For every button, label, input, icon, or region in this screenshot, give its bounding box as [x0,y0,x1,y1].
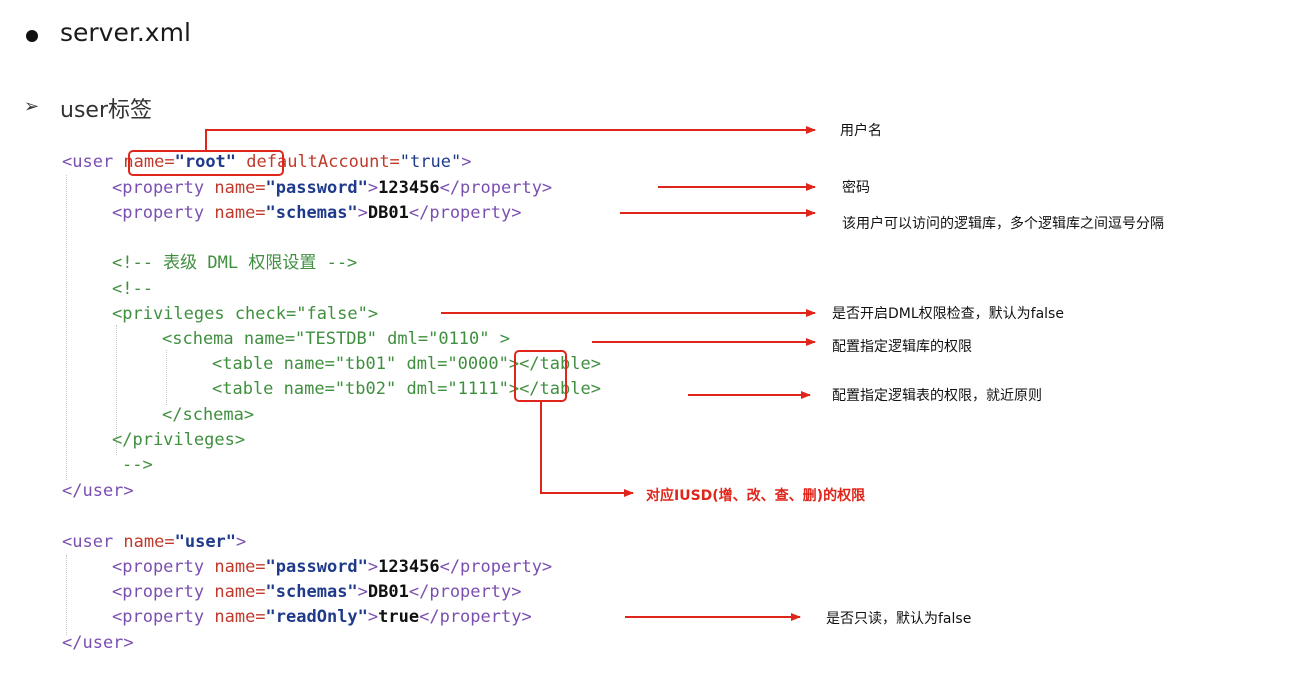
indent-guide [166,350,167,405]
code-line-user-open: <user name="root" defaultAccount="true"> [62,152,472,172]
highlight-box-root [128,150,284,176]
section-subtitle: user标签 [60,98,152,123]
indent-guide [66,175,67,480]
arrow-iusd [540,401,634,497]
annotation-schemas: 该用户可以访问的逻辑库，多个逻辑库之间逗号分隔 [842,216,1164,232]
code-schema-open: <schema name="TESTDB" dml="0110" > [162,329,510,349]
code-line-password2: <property name="password">123456</proper… [112,557,553,577]
code-comment-open: <!-- [112,279,153,299]
annotation-username: 用户名 [840,123,882,139]
code-schema-close: </schema> [162,405,255,425]
code-privileges-open: <privileges check="false"> [112,304,379,324]
code-comment-close: --> [122,455,153,475]
bullet-dot-icon [26,30,38,42]
page-title: server.xml [60,18,191,47]
arrow-username [205,126,816,151]
code-line-schemas: <property name="schemas">DB01</property> [112,203,522,223]
annotation-table: 配置指定逻辑表的权限，就近原则 [832,388,1042,404]
annotation-privileges: 是否开启DML权限检查，默认为false [832,306,1064,322]
code-table-tb01: <table name="tb01" dml="0000"></table> [212,354,601,374]
annotation-schema: 配置指定逻辑库的权限 [832,339,972,355]
indent-guide [66,555,67,635]
indent-guide [116,325,117,455]
code-comment-dml: <!-- 表级 DML 权限设置 --> [112,253,358,273]
code-line-readonly: <property name="readOnly">true</property… [112,607,532,627]
code-user-close: </user> [62,481,134,501]
code-table-tb02: <table name="tb02" dml="1111"></table> [212,379,601,399]
annotation-password: 密码 [842,180,870,196]
annotation-readonly: 是否只读，默认为false [826,611,972,627]
code-privileges-close: </privileges> [112,430,246,450]
code-user2-close: </user> [62,633,134,653]
arrow-bullet-icon: ➢ [24,96,40,117]
code-line-schemas2: <property name="schemas">DB01</property> [112,582,522,602]
annotation-iusd: 对应IUSD(增、改、查、删)的权限 [646,488,866,504]
code-line-password: <property name="password">123456</proper… [112,178,553,198]
code-line-user2-open: <user name="user"> [62,532,247,552]
highlight-box-dml [514,350,567,402]
